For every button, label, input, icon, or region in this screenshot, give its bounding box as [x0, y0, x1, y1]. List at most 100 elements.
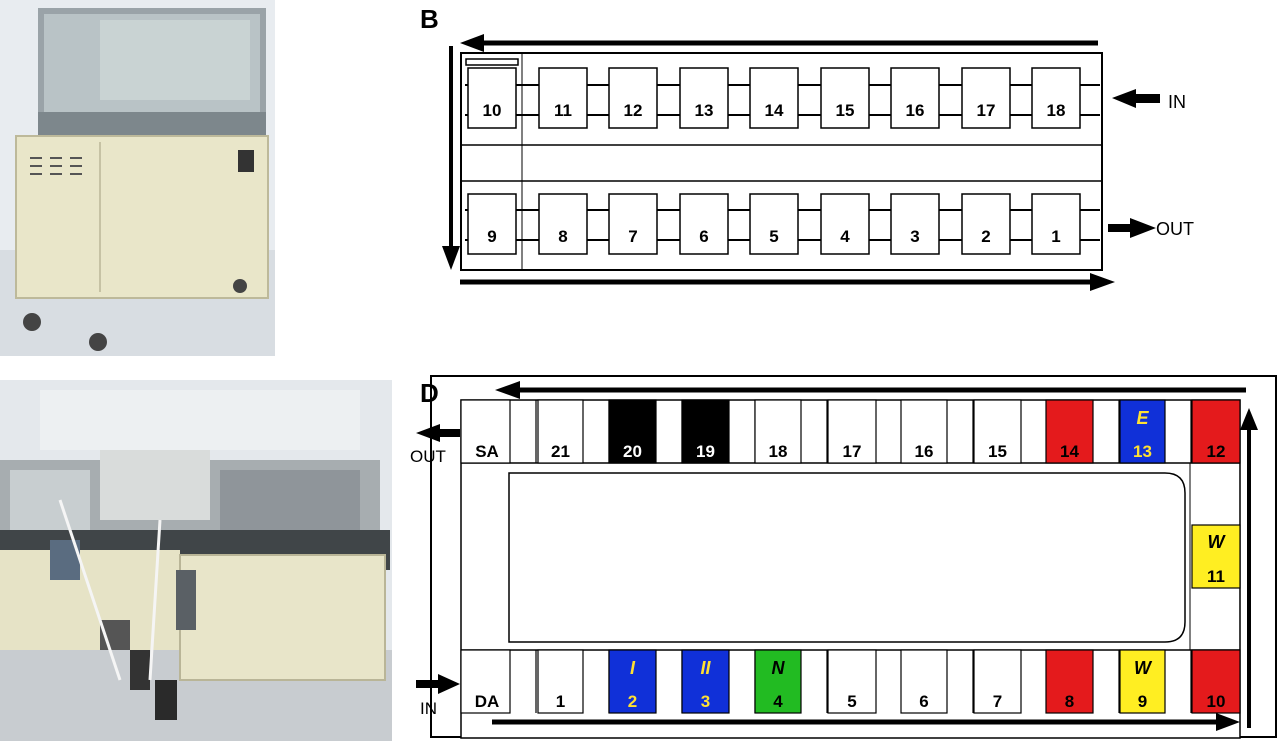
panel-b-station-label: 1 — [1051, 227, 1060, 246]
panel-d-station-DA: DA — [460, 649, 511, 714]
panel-b-in-label: IN — [1168, 92, 1186, 112]
panel-c-photo — [0, 380, 392, 741]
panel-b-station-label: 7 — [628, 227, 637, 246]
panel-b-station-label: 4 — [840, 227, 850, 246]
panel-d-station-number: 3 — [701, 692, 710, 711]
panel-b-station-13: 13 — [679, 67, 729, 129]
panel-d-station-13: 13 E — [1119, 399, 1166, 464]
panel-b-station-8: 8 — [538, 193, 588, 255]
panel-d-station-9: 9W — [1119, 649, 1166, 714]
panel-d-station-number: 10 — [1207, 692, 1226, 711]
panel-b-station-10: 10 — [467, 67, 517, 129]
panel-d-letter: D — [420, 378, 439, 408]
panel-d-station-sublabel: W — [1208, 532, 1227, 552]
panel-b-station-label: 17 — [977, 101, 996, 120]
panel-d-station-1: 1 — [537, 649, 584, 714]
panel-d-station-number: 19 — [696, 442, 715, 461]
panel-d-out-arrow — [416, 424, 460, 442]
panel-d-station-15: 15 — [973, 399, 1022, 464]
panel-d-station-number: 13 — [1133, 442, 1152, 461]
panel-d-station-number: 1 — [556, 692, 565, 711]
panel-d-station-3: 3 II — [681, 649, 730, 714]
panel-b-station-11: 11 — [538, 67, 588, 129]
panel-d-station-12: 12 — [1191, 399, 1241, 464]
panel-b-station-label: 6 — [699, 227, 708, 246]
panel-d-station-number: 7 — [993, 692, 1002, 711]
panel-d-station-17: 17 — [827, 399, 877, 464]
panel-d-station-8: 8 — [1045, 649, 1094, 714]
panel-b-station-14: 14 — [749, 67, 799, 129]
panel-d-in-label: IN — [420, 699, 437, 718]
panel-b-station-3: 3 — [890, 193, 940, 255]
panel-d-station-16: 16 — [900, 399, 948, 464]
panel-d-station-2: 2I — [608, 649, 657, 714]
panel-b-station-label: 15 — [836, 101, 855, 120]
panel-d-station-21: 21 — [537, 399, 584, 464]
panel-b-station-18: 18 — [1031, 67, 1081, 129]
panel-d-station-number: DA — [475, 692, 500, 711]
panel-b-station-17: 17 — [961, 67, 1011, 129]
panel-d-station-7: 7 — [973, 649, 1022, 714]
panel-b-station-6: 6 — [679, 193, 729, 255]
panel-d-station-number: 12 — [1207, 442, 1226, 461]
panel-d-station-number: 11 — [1207, 567, 1225, 586]
panel-b-station-label: 12 — [624, 101, 643, 120]
panel-b-station-label: 8 — [558, 227, 567, 246]
panel-d-station-sublabel: N — [772, 658, 786, 678]
panel-b-station-2: 2 — [961, 193, 1011, 255]
panel-b-station-label: 2 — [981, 227, 990, 246]
panel-d-station-19: 19 — [681, 399, 730, 464]
panel-b-in-arrow — [1112, 89, 1160, 108]
panel-d-station-20: 20 — [608, 399, 657, 464]
panel-d-station-number: 21 — [551, 442, 570, 461]
panel-d-station-SA: SA — [460, 399, 511, 464]
panel-d-station-number: 2 — [628, 692, 637, 711]
panel-d-station-sublabel: E — [1136, 408, 1149, 428]
panel-b-station-16: 16 — [890, 67, 940, 129]
panel-d-station-number: 15 — [988, 442, 1007, 461]
panel-d-in-arrow — [416, 674, 460, 694]
panel-d-station-number: 5 — [847, 692, 856, 711]
panel-b-station-9: 9 — [467, 193, 517, 255]
panel-a-photo — [0, 0, 275, 356]
panel-b-station-5: 5 — [749, 193, 799, 255]
panel-d-station-4: 4N — [754, 649, 802, 714]
panel-d-station-11: W 11 — [1191, 524, 1241, 589]
panel-d-station-number: 4 — [773, 692, 783, 711]
panel-b-station-1: 1 — [1031, 193, 1081, 255]
panel-b-station-label: 9 — [487, 227, 496, 246]
panel-d-station-number: 9 — [1138, 692, 1147, 711]
panel-d-station-number: 20 — [623, 442, 642, 461]
panel-b-station-15: 15 — [820, 67, 870, 129]
panel-d-station-number: 16 — [915, 442, 934, 461]
panel-b-station-label: 16 — [906, 101, 925, 120]
panel-d-station-sublabel: I — [630, 658, 636, 678]
panel-b-station-label: 5 — [769, 227, 778, 246]
panel-b-station-label: 18 — [1047, 101, 1066, 120]
panel-d-station-sublabel: II — [700, 658, 711, 678]
panel-b-station-label: 11 — [554, 101, 572, 120]
panel-d-station-number: 6 — [919, 692, 928, 711]
panel-d-station-6: 6 — [900, 649, 948, 714]
panel-d-station-number: 8 — [1065, 692, 1074, 711]
panel-b-letter: B — [420, 4, 439, 34]
panel-b-station-4: 4 — [820, 193, 870, 255]
panel-b-station-label: 10 — [483, 101, 502, 120]
panel-b-out-arrow — [1108, 218, 1156, 238]
panel-d-station-5: 5 — [827, 649, 877, 714]
panel-d-station-number: SA — [475, 442, 499, 461]
panel-d-station-sublabel: W — [1134, 658, 1153, 678]
panel-d-station-10: 10 — [1191, 649, 1241, 714]
panel-d-station-number: 14 — [1060, 442, 1079, 461]
panel-d-station-number: 17 — [843, 442, 862, 461]
panel-b-station-label: 3 — [910, 227, 919, 246]
panel-b-station-label: 13 — [695, 101, 714, 120]
panel-d-station-18: 18 — [754, 399, 802, 464]
panel-b-station-label: 14 — [765, 101, 784, 120]
panel-b-station-7: 7 — [608, 193, 658, 255]
panel-d-station-number: 18 — [769, 442, 788, 461]
panel-b-out-label: OUT — [1156, 219, 1194, 239]
panel-d-station-14: 14 — [1045, 399, 1094, 464]
panel-b-station-12: 12 — [608, 67, 658, 129]
